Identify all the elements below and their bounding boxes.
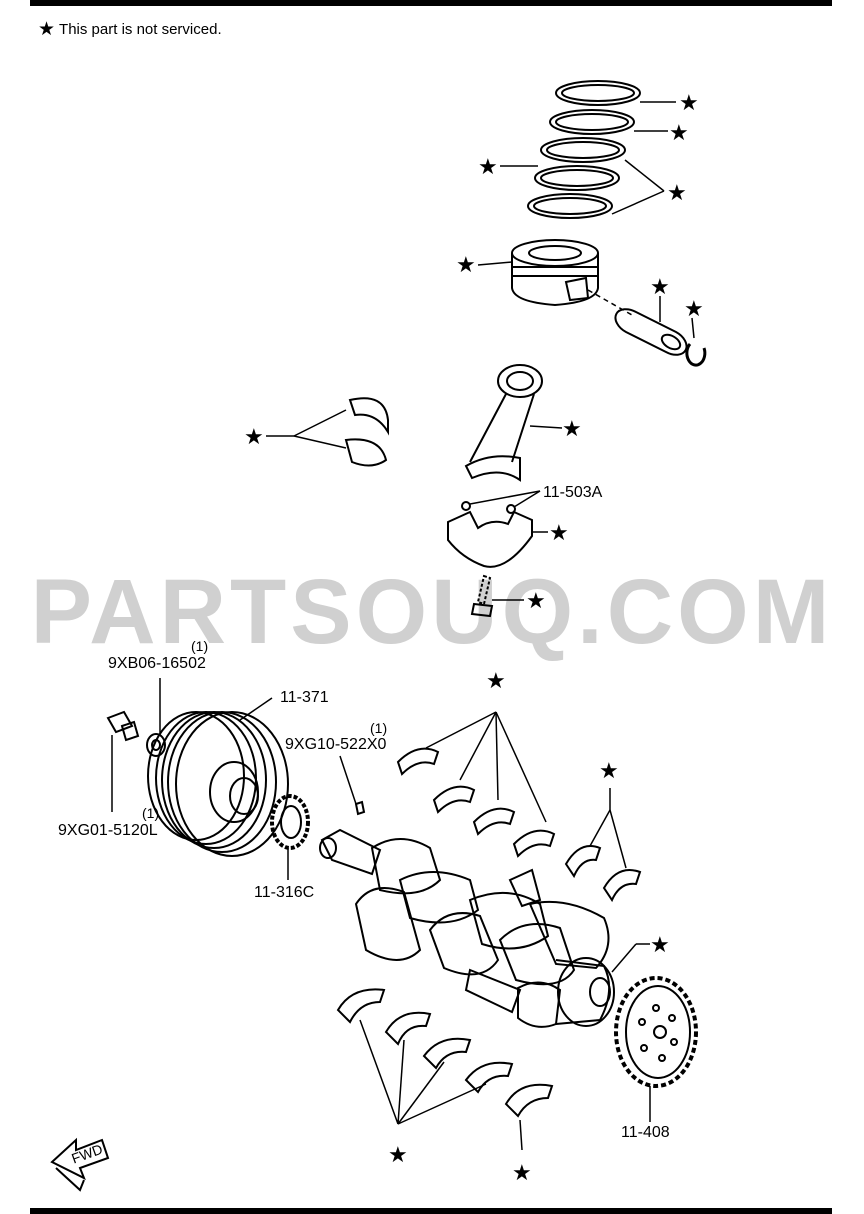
star-icon: ★: [599, 759, 619, 784]
bottom-border: [30, 1208, 832, 1214]
star-icon: ★: [650, 275, 670, 300]
legend-text: This part is not serviced.: [59, 21, 222, 38]
star-icon: ★: [667, 181, 687, 206]
main-bearing-lower-3[interactable]: [422, 1037, 472, 1070]
piston-ring-1[interactable]: [555, 80, 641, 106]
label-9XG01-qty: (1): [142, 805, 159, 821]
label-9XG01-5120L[interactable]: 9XG01-5120L: [58, 822, 158, 839]
crankshaft[interactable]: [319, 828, 615, 1028]
piston-ring-3[interactable]: [540, 137, 626, 163]
timing-sprocket[interactable]: [270, 794, 310, 850]
star-icon: ★: [669, 121, 689, 146]
star-icon: ★: [486, 669, 506, 694]
piston-ring-5[interactable]: [527, 193, 613, 219]
star-icon: ★: [512, 1161, 532, 1186]
star-icon: ★: [244, 425, 264, 450]
top-border: [30, 0, 832, 6]
star-icon: ★: [549, 521, 569, 546]
label-9XB06-qty: (1): [191, 638, 208, 654]
legend: ★ This part is not serviced.: [38, 20, 222, 39]
thrust-bearing-2[interactable]: [602, 869, 642, 903]
star-icon: ★: [650, 933, 670, 958]
piston-ring-4[interactable]: [534, 165, 620, 191]
star-icon: ★: [562, 417, 582, 442]
main-bearing-upper-3[interactable]: [472, 807, 516, 836]
fwd-arrow: [50, 1137, 110, 1192]
main-bearing-upper-4[interactable]: [512, 829, 556, 858]
dowel-left[interactable]: [461, 501, 471, 511]
connecting-rod[interactable]: [464, 364, 543, 482]
watermark: PARTSOUQ.COM: [30, 561, 834, 663]
star-icon: ★: [526, 589, 546, 614]
label-11-408[interactable]: 11-408: [621, 1124, 670, 1141]
label-11-316C[interactable]: 11-316C: [254, 884, 314, 901]
fwd-label: FWD: [69, 1141, 104, 1167]
crankshaft-pulley[interactable]: [147, 711, 289, 857]
star-markers: ★ ★ ★ ★ ★ ★ ★ ★ ★ ★ ★ ★ ★ ★ ★ ★: [244, 91, 704, 1186]
label-9XG10-522X0[interactable]: 9XG10-522X0: [285, 736, 387, 753]
star-icon: ★: [478, 155, 498, 180]
star-icon: ★: [456, 253, 476, 278]
label-11-503A[interactable]: 11-503A: [543, 484, 603, 501]
piston-ring-2[interactable]: [549, 109, 635, 135]
pulley-bolt[interactable]: [106, 710, 140, 742]
label-9XG10-qty: (1): [370, 720, 387, 736]
star-icon: ★: [679, 91, 699, 116]
pulse-wheel[interactable]: [614, 976, 698, 1088]
star-icon: ★: [684, 297, 704, 322]
legend-star-icon: ★: [38, 18, 56, 40]
thrust-bearing-1[interactable]: [564, 845, 602, 879]
rod-bearing-upper[interactable]: [344, 397, 389, 467]
main-bearing-lower-5[interactable]: [504, 1083, 554, 1118]
rod-cap[interactable]: [447, 510, 533, 568]
dowel-right[interactable]: [506, 504, 516, 514]
main-bearing-upper-2[interactable]: [432, 785, 476, 814]
star-icon: ★: [388, 1143, 408, 1168]
label-11-371[interactable]: 11-371: [280, 689, 329, 706]
snap-ring[interactable]: [685, 343, 707, 367]
label-9XB06-16502[interactable]: 9XB06-16502: [108, 655, 206, 672]
main-bearing-upper-1[interactable]: [396, 747, 440, 776]
main-bearing-lower-2[interactable]: [384, 1011, 432, 1046]
key[interactable]: [354, 800, 366, 816]
rod-bolt[interactable]: [470, 574, 494, 618]
main-bearing-lower-4[interactable]: [464, 1061, 514, 1094]
main-bearing-lower-1[interactable]: [336, 988, 386, 1024]
piston[interactable]: [511, 239, 599, 307]
piston-pin[interactable]: [614, 308, 688, 356]
